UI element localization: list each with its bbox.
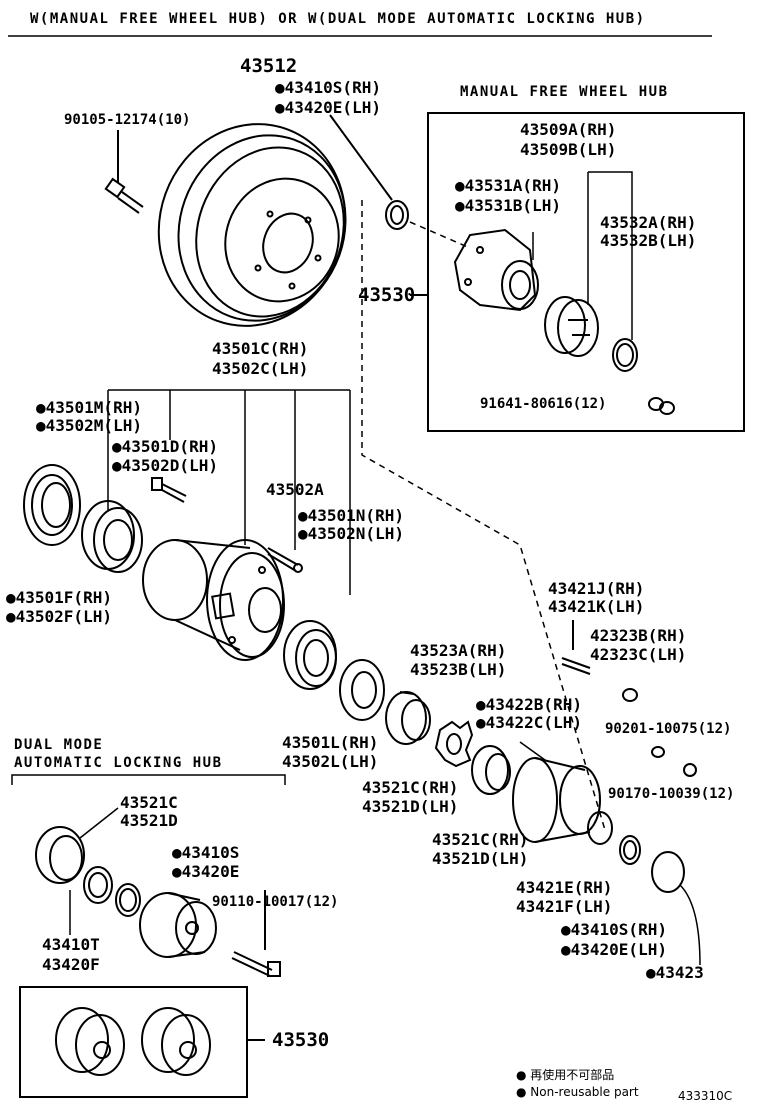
label-43501D: ●43501D(RH) bbox=[112, 437, 218, 456]
label-43530-top: 43530 bbox=[358, 284, 416, 306]
dual-hub-title-2: AUTOMATIC LOCKING HUB bbox=[14, 755, 223, 771]
label-43502A: 43502A bbox=[266, 480, 324, 499]
lock-nut-2 bbox=[471, 745, 511, 795]
diagram-title: W(MANUAL FREE WHEEL HUB) OR W(DUAL MODE … bbox=[30, 11, 646, 27]
drive-flange bbox=[512, 741, 613, 845]
label-43410S: ●43410S(RH) bbox=[275, 78, 381, 97]
dual-hub-unit-1 bbox=[55, 1007, 125, 1076]
hub-stud bbox=[561, 620, 591, 675]
label-43509A: 43509A(RH) bbox=[520, 120, 617, 139]
label-43420E-b: ●43420E(LH) bbox=[561, 940, 667, 959]
snap-ring-right bbox=[619, 835, 641, 865]
label-43502F: ●43502F(LH) bbox=[6, 607, 112, 626]
hub-nut bbox=[622, 688, 638, 702]
oil-seal bbox=[23, 464, 81, 546]
label-43421J: 43421J(RH) bbox=[548, 579, 645, 598]
label-43502C: 43502C(LH) bbox=[212, 359, 309, 378]
label-43410T: 43410T bbox=[42, 935, 100, 954]
label-43422B: ●43422B(RH) bbox=[476, 695, 582, 714]
label-43502M: ●43502M(LH) bbox=[36, 416, 142, 435]
label-43521D-c: 43521D bbox=[120, 811, 178, 830]
label-91641: 91641-80616(12) bbox=[480, 396, 607, 412]
dual-lock-nut bbox=[35, 807, 119, 884]
label-43523A: 43523A(RH) bbox=[410, 641, 507, 660]
label-90170: 90170-10039(12) bbox=[608, 786, 735, 802]
label-43532B: 43532B(LH) bbox=[600, 231, 697, 250]
lock-nut bbox=[385, 691, 431, 745]
legend-japanese: ● 再使用不可部品 bbox=[516, 1068, 615, 1082]
hub-cap bbox=[651, 851, 701, 966]
dual-hub-bracket bbox=[11, 774, 286, 785]
bolt-90105 bbox=[104, 130, 144, 214]
label-43420E: ●43420E(LH) bbox=[275, 98, 381, 117]
axle-hub bbox=[142, 539, 285, 661]
label-43501F: ●43501F(RH) bbox=[6, 588, 112, 607]
label-43521C-c: 43521C bbox=[120, 793, 178, 812]
hub-knob bbox=[544, 296, 599, 357]
label-43501L: 43501L(RH) bbox=[282, 733, 379, 752]
label-43530-bottom: 43530 bbox=[272, 1029, 330, 1051]
lock-washer bbox=[434, 720, 474, 768]
label-43422C: ●43422C(LH) bbox=[476, 713, 582, 732]
label-43420F: 43420F bbox=[42, 955, 100, 974]
label-43532A: 43532A(RH) bbox=[600, 213, 697, 232]
pin-43502A bbox=[267, 547, 303, 573]
bearing-outer bbox=[283, 620, 337, 690]
label-43521D-b: 43521D(LH) bbox=[432, 849, 529, 868]
label-43501M: ●43501M(RH) bbox=[36, 398, 142, 417]
thrust-washer bbox=[339, 659, 385, 721]
label-43421F: 43421F(LH) bbox=[516, 897, 613, 916]
o-ring bbox=[612, 338, 638, 372]
label-43410S-b: ●43410S(RH) bbox=[561, 920, 667, 939]
manual-hub-panel bbox=[427, 112, 745, 432]
label-90201: 90201-10075(12) bbox=[605, 721, 732, 737]
axis-dashed-line bbox=[361, 200, 606, 831]
dual-snap-ring bbox=[115, 883, 141, 917]
label-43420E-c: ●43420E bbox=[172, 862, 240, 881]
figure-code: 433310C bbox=[678, 1089, 733, 1103]
dual-hub-43530-panel bbox=[19, 986, 248, 1098]
label-43521D-a: 43521D(LH) bbox=[362, 797, 459, 816]
label-43509B: 43509B(LH) bbox=[520, 140, 617, 159]
manual-hub-title: MANUAL FREE WHEEL HUB bbox=[460, 84, 669, 100]
label-43531A: ●43531A(RH) bbox=[455, 176, 561, 195]
dual-washer bbox=[83, 866, 113, 904]
label-43523B: 43523B(LH) bbox=[410, 660, 507, 679]
label-43423: ●43423 bbox=[646, 963, 704, 982]
legend-english: ● Non-reusable part bbox=[516, 1085, 639, 1099]
label-43410S-c: ●43410S bbox=[172, 843, 240, 862]
free-wheel-hub-body bbox=[453, 228, 539, 312]
dual-hub-unit-2 bbox=[141, 1007, 211, 1076]
label-43502L: 43502L(LH) bbox=[282, 752, 379, 771]
dual-bolt bbox=[231, 890, 281, 977]
label-42323C: 42323C(LH) bbox=[590, 645, 687, 664]
dual-hub-body bbox=[139, 892, 217, 958]
disc-rotor bbox=[157, 123, 347, 327]
label-43512: 43512 bbox=[240, 55, 298, 77]
label-43502D: ●43502D(LH) bbox=[112, 456, 218, 475]
label-43421E: 43421E(RH) bbox=[516, 878, 613, 897]
label-43421K: 43421K(LH) bbox=[548, 597, 645, 616]
label-42323B: 42323B(RH) bbox=[590, 626, 687, 645]
label-43521C-a: 43521C(RH) bbox=[362, 778, 459, 797]
label-43501N: ●43501N(RH) bbox=[298, 506, 404, 525]
dual-hub-title-1: DUAL MODE bbox=[14, 737, 104, 753]
label-43501C: 43501C(RH) bbox=[212, 339, 309, 358]
snap-ring-top bbox=[329, 114, 409, 230]
label-43521C-b: 43521C(RH) bbox=[432, 830, 529, 849]
label-90110: 90110-10017(12) bbox=[212, 894, 339, 910]
bearing-inner bbox=[81, 500, 143, 573]
small-bolt bbox=[648, 397, 675, 415]
label-43502N: ●43502N(LH) bbox=[298, 524, 404, 543]
label-43531B: ●43531B(LH) bbox=[455, 196, 561, 215]
label-90105: 90105-12174(10) bbox=[64, 112, 191, 128]
bolt-43501D bbox=[151, 477, 187, 503]
